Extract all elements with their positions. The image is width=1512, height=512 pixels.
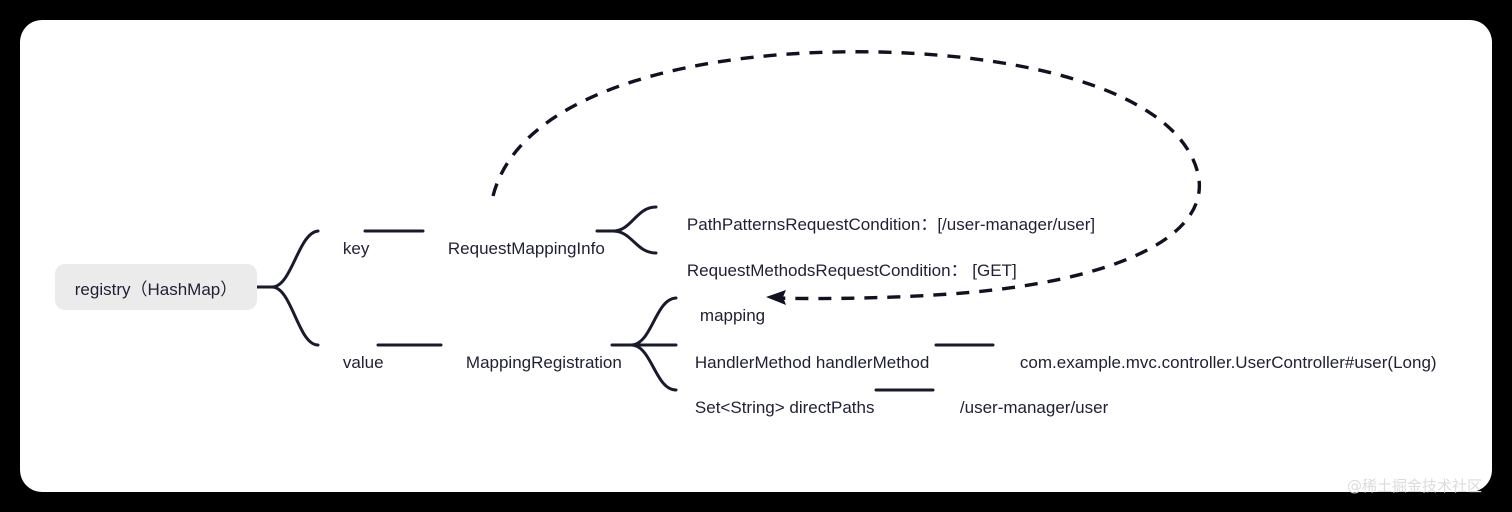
node-direct-paths-value-label: /user-manager/user: [959, 398, 1109, 417]
node-handler-method[interactable]: HandlerMethod handlerMethod: [676, 337, 929, 388]
connector-rmi-to-requestmethods: [611, 229, 658, 255]
node-direct-paths[interactable]: Set<String> directPaths: [676, 382, 875, 433]
node-handler-method-label: HandlerMethod handlerMethod: [694, 353, 930, 372]
node-value[interactable]: value: [324, 337, 384, 388]
node-request-methods-request-condition-label: RequestMethodsRequestCondition： [GET]: [686, 261, 1017, 280]
diagram-card: [20, 20, 1492, 492]
node-request-methods-request-condition[interactable]: RequestMethodsRequestCondition： [GET]: [668, 245, 1017, 296]
reference-arrowhead: [766, 290, 786, 305]
node-mapping-registration-label: MappingRegistration: [465, 353, 622, 372]
node-path-patterns-request-condition[interactable]: PathPatternsRequestCondition：[/user-mana…: [668, 199, 1095, 250]
node-mapping-registration[interactable]: MappingRegistration: [447, 337, 622, 388]
node-mapping[interactable]: mapping: [681, 290, 765, 341]
connector-mr-to-directpaths: [629, 343, 678, 392]
node-request-mapping-info[interactable]: RequestMappingInfo: [429, 223, 605, 274]
node-request-mapping-info-label: RequestMappingInfo: [447, 239, 605, 258]
node-key[interactable]: key: [324, 223, 369, 274]
connector-mr-to-mapping: [629, 296, 678, 347]
node-direct-paths-label: Set<String> directPaths: [694, 398, 875, 417]
node-value-label: value: [342, 353, 384, 372]
connector-rmi-to-pathpatterns: [611, 205, 658, 233]
node-handler-method-value[interactable]: com.example.mvc.controller.UserControlle…: [1001, 337, 1437, 388]
connector-root-to-key: [270, 229, 320, 289]
node-direct-paths-value[interactable]: /user-manager/user: [941, 382, 1108, 433]
node-handler-method-value-label: com.example.mvc.controller.UserControlle…: [1019, 353, 1437, 372]
node-registry[interactable]: registry（HashMap）: [55, 264, 257, 310]
node-key-label: key: [342, 239, 370, 258]
node-registry-label: registry（HashMap）: [74, 279, 238, 299]
node-path-patterns-request-condition-label: PathPatternsRequestCondition：[/user-mana…: [686, 215, 1096, 234]
connector-root-to-value: [270, 285, 320, 347]
node-mapping-label: mapping: [699, 306, 766, 325]
watermark: @稀土掘金技术社区: [1346, 477, 1482, 495]
